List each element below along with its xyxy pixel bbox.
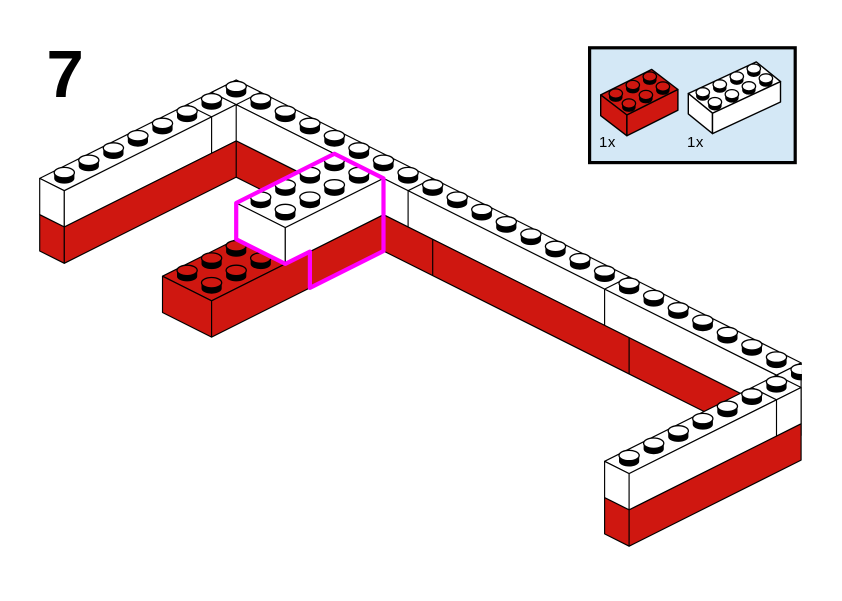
svg-text:1x: 1x	[599, 134, 616, 151]
svg-text:1x: 1x	[687, 134, 704, 151]
svg-text:7: 7	[47, 37, 84, 112]
